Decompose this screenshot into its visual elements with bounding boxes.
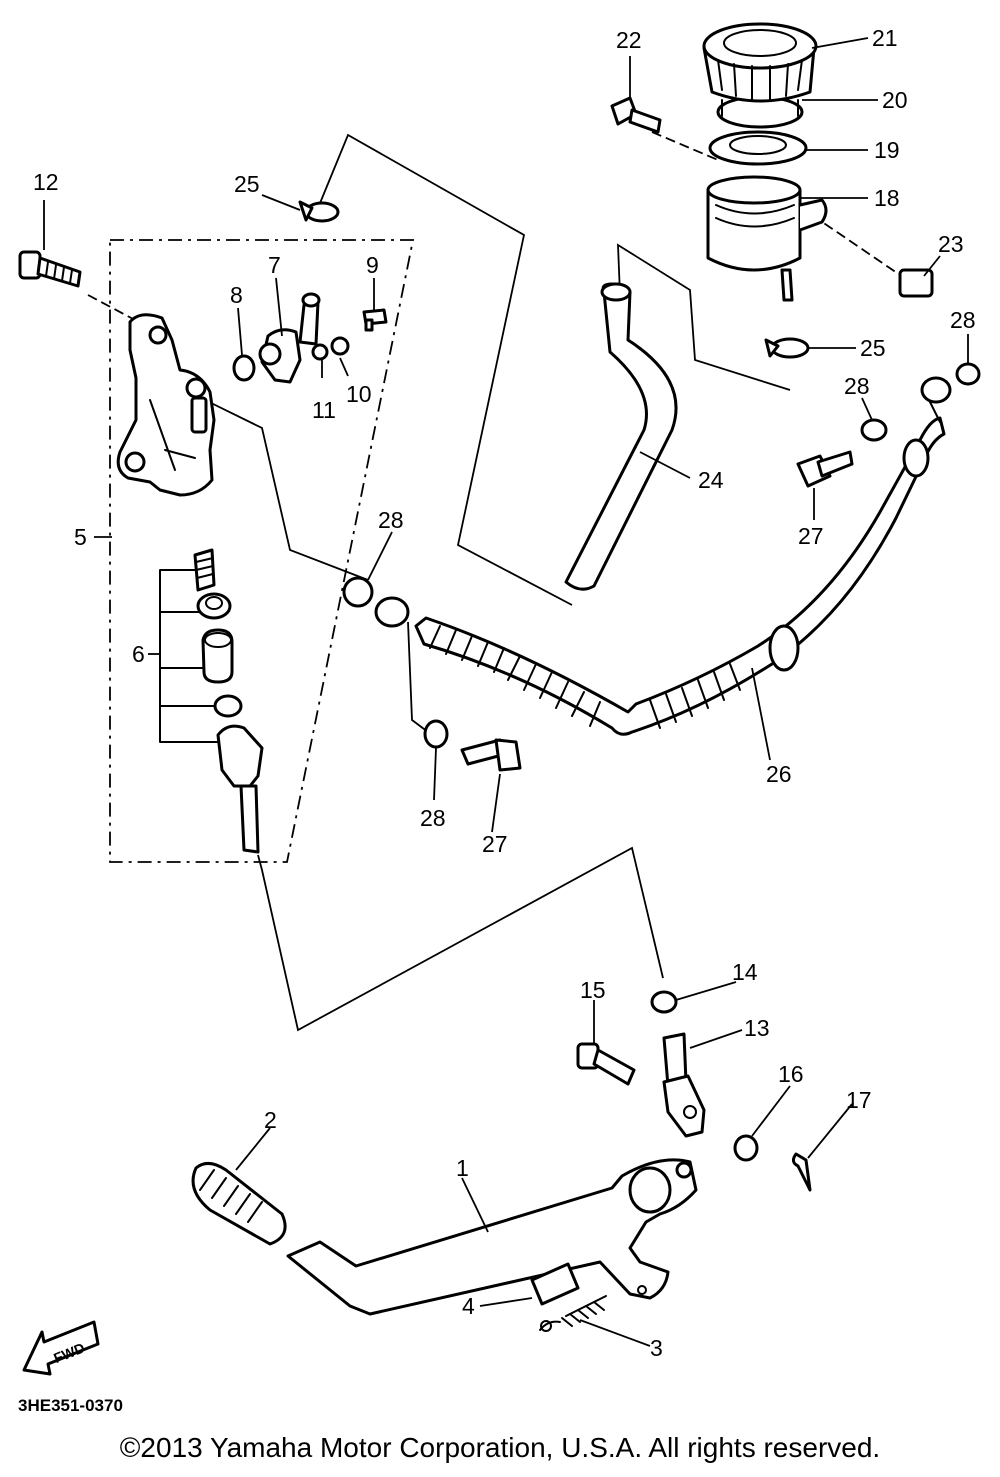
callout-20: 20 bbox=[882, 87, 908, 113]
washer-28-b bbox=[423, 719, 449, 749]
callout-28: 28 bbox=[950, 307, 976, 333]
connector-line bbox=[204, 399, 369, 581]
callout-19: 19 bbox=[874, 137, 900, 163]
callout-1: 1 bbox=[456, 1155, 469, 1181]
master-cylinder-assembly-outline bbox=[109, 239, 415, 863]
callout-24: 24 bbox=[698, 467, 724, 493]
washer-11 bbox=[311, 343, 329, 361]
diagram-code: 3HE351-0370 bbox=[18, 1396, 123, 1415]
diaphragm-19 bbox=[708, 130, 808, 166]
callout-2: 2 bbox=[264, 1107, 277, 1133]
callout-15: 15 bbox=[580, 977, 606, 1003]
forward-direction-arrow: FWD bbox=[22, 1320, 100, 1376]
callout-13: 13 bbox=[744, 1015, 770, 1041]
callout-4: 4 bbox=[462, 1293, 475, 1319]
callout-25: 25 bbox=[860, 335, 886, 361]
reservoir-hose bbox=[564, 282, 678, 591]
callout-26: 26 bbox=[766, 761, 792, 787]
rod-end-13 bbox=[662, 1032, 706, 1138]
callout-27: 27 bbox=[482, 831, 508, 857]
pedal-rubber-2 bbox=[191, 1162, 287, 1246]
callout-25: 25 bbox=[234, 171, 260, 197]
callout-27: 27 bbox=[798, 523, 824, 549]
callout-5: 5 bbox=[74, 524, 87, 550]
connector-line bbox=[617, 243, 791, 391]
brake-pedal bbox=[286, 1158, 698, 1316]
screw-9 bbox=[362, 308, 388, 332]
callout-11: 11 bbox=[312, 397, 336, 423]
nut-23 bbox=[898, 268, 934, 298]
cotter-pin-17 bbox=[791, 1152, 812, 1192]
bolt-12 bbox=[18, 250, 82, 288]
o-ring-8 bbox=[232, 354, 256, 382]
callout-16: 16 bbox=[778, 1061, 804, 1087]
callout-8: 8 bbox=[230, 282, 243, 308]
washer-28-c bbox=[860, 418, 888, 442]
callout-10: 10 bbox=[346, 381, 372, 407]
washer-16 bbox=[733, 1134, 759, 1162]
callout-22: 22 bbox=[616, 27, 642, 53]
hose-joint-elbow bbox=[258, 292, 321, 384]
connector-line bbox=[257, 846, 664, 1032]
washer-28-d bbox=[955, 362, 981, 386]
banjo-fitting bbox=[374, 596, 410, 628]
callout-3: 3 bbox=[650, 1335, 663, 1361]
union-bolt-27-lower bbox=[460, 738, 522, 772]
callout-18: 18 bbox=[874, 185, 900, 211]
callout-17: 17 bbox=[846, 1087, 872, 1113]
connector-line bbox=[317, 133, 573, 606]
callout-6: 6 bbox=[132, 641, 145, 667]
reservoir-tank bbox=[706, 175, 828, 302]
reservoir-hose-end bbox=[600, 282, 632, 302]
washer-10 bbox=[330, 336, 350, 356]
return-spring-3 bbox=[539, 1295, 607, 1332]
hose-clip-25-lower bbox=[764, 337, 810, 359]
copyright-notice: ©2013 Yamaha Motor Corporation, U.S.A. A… bbox=[119, 1432, 881, 1463]
hose-clip-25-upper bbox=[298, 200, 340, 223]
brake-hose bbox=[414, 376, 952, 736]
connector-line bbox=[87, 294, 136, 321]
callout-28: 28 bbox=[378, 507, 404, 533]
union-bolt-27-upper bbox=[796, 450, 854, 488]
callout-28: 28 bbox=[844, 373, 870, 399]
reservoir-cap-21 bbox=[702, 22, 818, 103]
callout-23: 23 bbox=[938, 231, 964, 257]
callout-9: 9 bbox=[366, 252, 379, 278]
piston-kit bbox=[159, 548, 264, 854]
callout-21: 21 bbox=[872, 25, 898, 51]
callout-12: 12 bbox=[33, 169, 59, 195]
collar-4 bbox=[530, 1262, 580, 1306]
nut-14 bbox=[650, 990, 678, 1014]
master-cylinder-body bbox=[116, 313, 216, 497]
pin-15 bbox=[576, 1042, 636, 1086]
washer-28-a bbox=[342, 576, 374, 608]
connector-line bbox=[651, 131, 719, 161]
connector-line bbox=[407, 621, 429, 733]
callout-14: 14 bbox=[732, 959, 758, 985]
bolt-22 bbox=[610, 96, 662, 134]
connector-line bbox=[811, 214, 901, 276]
leader-lines bbox=[43, 37, 969, 1347]
callout-7: 7 bbox=[268, 252, 281, 278]
callout-28: 28 bbox=[420, 805, 446, 831]
